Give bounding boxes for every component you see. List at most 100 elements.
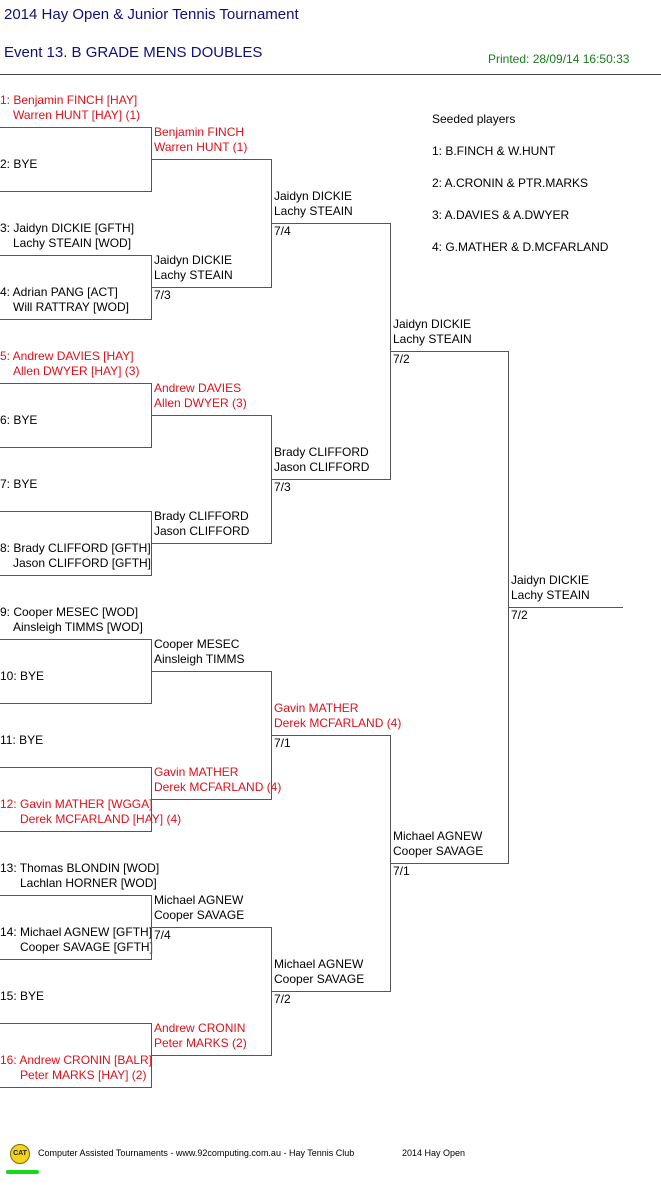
- round3-line-1: [271, 223, 390, 224]
- round3-entry-3-player-a: Gavin MATHER: [274, 701, 359, 715]
- round4-line-2: [390, 863, 508, 864]
- seed-item-4: 4: G.MATHER & D.MCFARLAND: [432, 240, 609, 254]
- round3-entry-2-player-b: Jason CLIFFORD: [274, 460, 370, 474]
- round3-entry-1-player-a: Jaidyn DICKIE: [274, 189, 353, 203]
- champion-player-b: Lachy STEAIN: [511, 588, 590, 602]
- round1-entry-1-player-b: Warren HUNT [HAY] (1): [13, 108, 141, 122]
- round4-entry-1-player-a: Jaidyn DICKIE: [393, 317, 472, 331]
- round2-line-5: [151, 671, 271, 672]
- cat-logo-icon: CAT: [10, 1144, 30, 1164]
- round1-line-5: [0, 383, 151, 384]
- round1-line-16: [0, 1087, 151, 1088]
- round2-line-1: [151, 159, 271, 160]
- round4-line-1: [390, 351, 508, 352]
- round1-entry-12-player-b: Derek MCFARLAND [HAY] (4): [20, 812, 182, 826]
- round1-entry-2-player-a: 2: BYE: [0, 157, 38, 171]
- champion-player-a: Jaidyn DICKIE: [511, 573, 590, 587]
- round1-entry-14-player-b: Cooper SAVAGE [GFTH]: [20, 940, 153, 954]
- round2-entry-7-player-a: Michael AGNEW: [154, 893, 244, 907]
- round4-entry-1-player-b: Lachy STEAIN: [393, 332, 472, 346]
- round1-entry-16-player-b: Peter MARKS [HAY] (2): [20, 1068, 147, 1082]
- round4-entry-2-player-a: Michael AGNEW: [393, 829, 483, 843]
- round1-entry-4-player-a: 4: Adrian PANG [ACT]: [0, 285, 118, 299]
- round2-entry-7-score: 7/4: [154, 928, 171, 942]
- round1-entry-7-player-a: 7: BYE: [0, 477, 38, 491]
- round2-entry-7-player-b: Cooper SAVAGE: [154, 908, 245, 922]
- round1-line-15: [0, 1023, 151, 1024]
- round2-entry-4-player-b: Jason CLIFFORD: [154, 524, 250, 538]
- round1-line-12: [0, 831, 151, 832]
- round4-entry-2-player-b: Cooper SAVAGE: [393, 844, 484, 858]
- round2-entry-6-player-a: Gavin MATHER: [154, 765, 239, 779]
- round3-entry-4-player-b: Cooper SAVAGE: [274, 972, 365, 986]
- round1-entry-3-player-b: Lachy STEAIN [WOD]: [13, 236, 132, 250]
- cat-logo-underline: [6, 1170, 39, 1174]
- seed-item-1: 1: B.FINCH & W.HUNT: [432, 144, 556, 158]
- round2-line-3: [151, 415, 271, 416]
- round3-entry-2-player-a: Brady CLIFFORD: [274, 445, 369, 459]
- round1-entry-6-player-a: 6: BYE: [0, 413, 38, 427]
- round1-entry-13-player-a: 13: Thomas BLONDIN [WOD]: [0, 861, 160, 875]
- round2-line-7: [151, 927, 271, 928]
- round1-entry-9-player-b: Ainsleigh TIMMS [WOD]: [13, 620, 143, 634]
- round3-entry-4-player-a: Michael AGNEW: [274, 957, 364, 971]
- round1-entry-5-player-b: Allen DWYER [HAY] (3): [13, 364, 140, 378]
- seeded-players-heading: Seeded players: [432, 112, 516, 126]
- footer-credit: Computer Assisted Tournaments - www.92co…: [38, 1148, 355, 1158]
- round1-entry-3-player-a: 3: Jaidyn DICKIE [GFTH]: [0, 221, 135, 235]
- round3-entry-1-player-b: Lachy STEAIN: [274, 204, 353, 218]
- round3-entry-2-score: 7/3: [274, 480, 291, 494]
- round1-entry-11-player-a: 11: BYE: [0, 733, 44, 747]
- round2-entry-8-player-b: Peter MARKS (2): [154, 1036, 247, 1050]
- champion-line: [508, 607, 623, 608]
- round1-line-9: [0, 639, 151, 640]
- round2-line-2: [151, 287, 271, 288]
- round1-line-10: [0, 703, 151, 704]
- round4-entry-1-score: 7/2: [393, 352, 410, 366]
- round1-entry-14-player-a: 14: Michael AGNEW [GFTH]: [0, 925, 153, 939]
- round1-entry-12-player-a: 12: Gavin MATHER [WGGA]: [0, 797, 153, 811]
- round1-line-13: [0, 895, 151, 896]
- round1-entry-13-player-b: Lachlan HORNER [WOD]: [20, 876, 157, 890]
- round2-entry-1-player-b: Warren HUNT (1): [154, 140, 248, 154]
- round2-line-6: [151, 799, 271, 800]
- event-title: Event 13. B GRADE MENS DOUBLES: [4, 44, 263, 61]
- round1-entry-15-player-a: 15: BYE: [0, 989, 45, 1003]
- round1-entry-10-player-a: 10: BYE: [0, 669, 45, 683]
- round4-entry-2-score: 7/1: [393, 864, 410, 878]
- round3-line-3: [271, 735, 390, 736]
- champion-score: 7/2: [511, 608, 528, 622]
- round3-line-2: [271, 479, 390, 480]
- round2-entry-2-player-a: Jaidyn DICKIE: [154, 253, 233, 267]
- round1-entry-8-player-a: 8: Brady CLIFFORD [GFTH]: [0, 541, 151, 555]
- round1-entry-8-player-b: Jason CLIFFORD [GFTH]: [13, 556, 152, 570]
- round1-entry-4-player-b: Will RATTRAY [WOD]: [13, 300, 129, 314]
- footer-event: 2014 Hay Open: [402, 1148, 466, 1158]
- round3-entry-4-score: 7/2: [274, 992, 291, 1006]
- round1-entry-5-player-a: 5: Andrew DAVIES [HAY]: [0, 349, 134, 363]
- round2-entry-6-player-b: Derek MCFARLAND (4): [154, 780, 282, 794]
- round2-entry-4-player-a: Brady CLIFFORD: [154, 509, 249, 523]
- round2-entry-8-player-a: Andrew CRONIN: [154, 1021, 246, 1035]
- round1-entry-9-player-a: 9: Cooper MESEC [WOD]: [0, 605, 139, 619]
- round1-line-7: [0, 511, 151, 512]
- round3-line-4: [271, 991, 390, 992]
- printed-timestamp: Printed: 28/09/14 16:50:33: [488, 52, 630, 66]
- round2-entry-3-player-b: Allen DWYER (3): [154, 396, 247, 410]
- round2-entry-2-player-b: Lachy STEAIN: [154, 268, 233, 282]
- round1-entry-1-player-a: 1: Benjamin FINCH [HAY]: [0, 93, 138, 107]
- round2-line-4: [151, 543, 271, 544]
- round1-line-11: [0, 767, 151, 768]
- round1-line-1: [0, 127, 151, 128]
- round3-entry-3-player-b: Derek MCFARLAND (4): [274, 716, 402, 730]
- round3-entry-3-score: 7/1: [274, 736, 291, 750]
- round2-entry-3-player-a: Andrew DAVIES: [154, 381, 242, 395]
- round1-line-3: [0, 255, 151, 256]
- round2-entry-5-player-b: Ainsleigh TIMMS: [154, 652, 245, 666]
- round2-entry-5-player-a: Cooper MESEC: [154, 637, 240, 651]
- round2-entry-2-score: 7/3: [154, 288, 171, 302]
- round1-line-14: [0, 959, 151, 960]
- round3-entry-1-score: 7/4: [274, 224, 291, 238]
- round1-line-2: [0, 191, 151, 192]
- seed-item-2: 2: A.CRONIN & PTR.MARKS: [432, 176, 589, 190]
